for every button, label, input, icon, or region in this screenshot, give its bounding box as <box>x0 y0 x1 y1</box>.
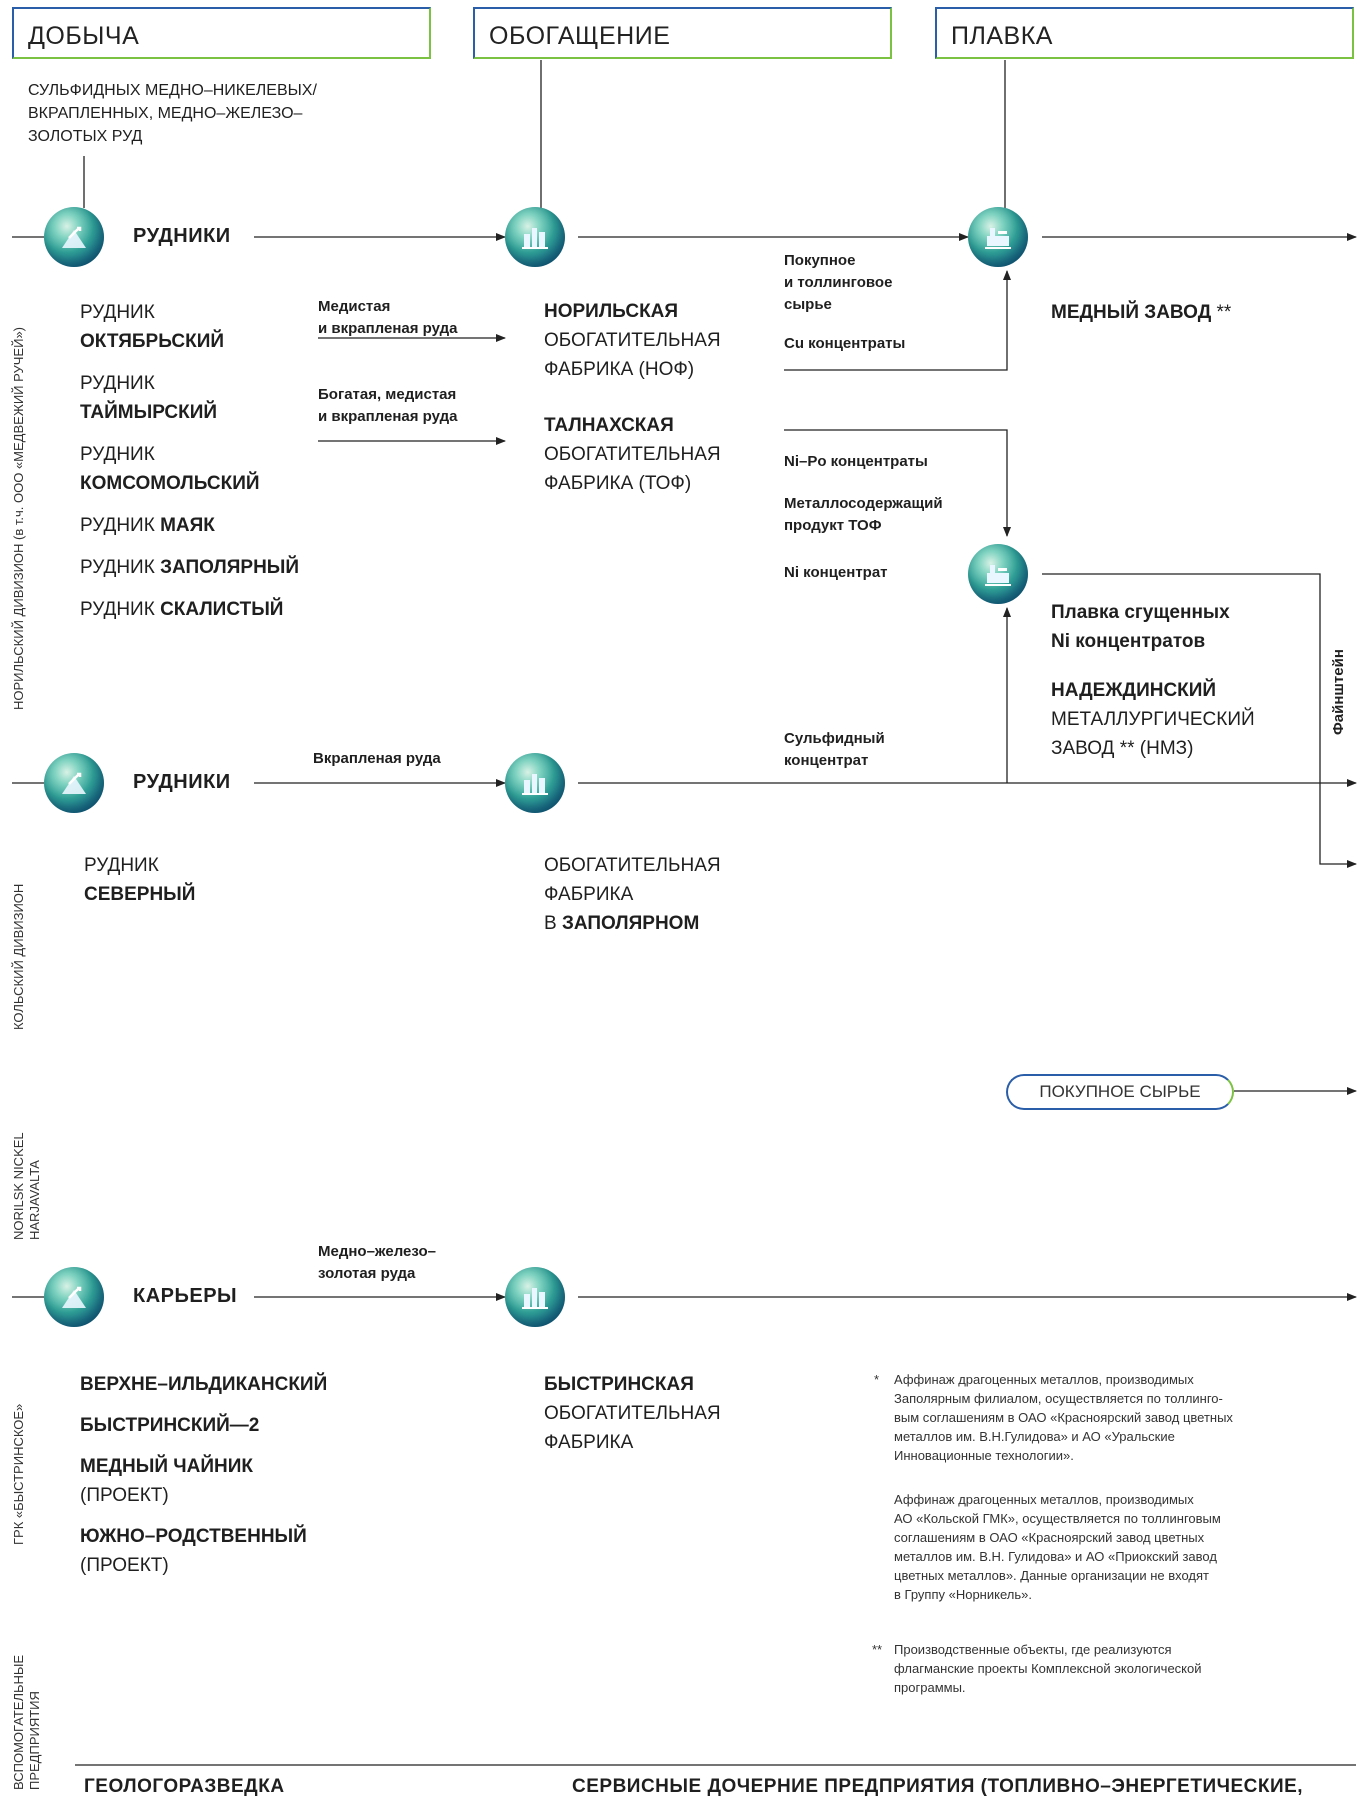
copper-plant: МЕДНЫЙ ЗАВОД ** <box>1051 302 1232 323</box>
division-norilsk-label: НОРИЛЬСКИЙ ДИВИЗИОН (в т.ч. ООО «МЕДВЕЖИ… <box>11 327 26 710</box>
division-aux-label-1: ВСПОМОГАТЕЛЬНЫЕ <box>11 1654 26 1790</box>
footnote-2: Аффинаж драгоценных металлов, производим… <box>894 1492 1221 1602</box>
division-bystrinskoe-label: ГРК «БЫСТРИНСКОЕ» <box>11 1403 26 1545</box>
quarry-note: (ПРОЕКТ) <box>80 1485 169 1506</box>
purchased-raw-badge: ПОКУПНОЕ СЫРЬЕ <box>1006 1074 1234 1110</box>
quarry-globe-icon <box>44 1267 104 1327</box>
norilsk-mines-label: РУДНИКИ <box>133 225 231 247</box>
mine-name: ОКТЯБРЬСКИЙ <box>80 331 225 352</box>
stage-smelting-box: ПЛАВКА <box>935 7 1354 59</box>
quarry-name: ЮЖНО–РОДСТВЕННЫЙ <box>80 1526 307 1547</box>
division-aux-label-2: ПРЕДПРИЯТИЯ <box>27 1691 42 1790</box>
plant-nof: НОРИЛЬСКАЯ ОБОГАТИТЕЛЬНАЯ ФАБРИКА (НОФ) <box>544 301 721 380</box>
kola-mine: РУДНИК СЕВЕРНЫЙ <box>84 855 196 905</box>
footnote-star: * <box>874 1372 880 1387</box>
division-harjavalta-label-2: HARJAVALTA <box>27 1160 42 1240</box>
footnote-1: Аффинаж драгоценных металлов, производим… <box>894 1372 1233 1463</box>
plant-nmz: НАДЕЖДИНСКИЙ МЕТАЛЛУРГИЧЕСКИЙ ЗАВОД ** (… <box>1051 680 1255 759</box>
stage-concentration-box: ОБОГАЩЕНИЕ <box>473 7 892 59</box>
flow-arrow <box>1042 573 1357 868</box>
flow-label-nipo-concentrate: Ni–Po концентраты <box>784 453 928 470</box>
ore-types: СУЛЬФИДНЫХ МЕДНО–НИКЕЛЕВЫХ/ ВКРАПЛЕННЫХ,… <box>28 82 317 145</box>
quarry-list: ВЕРХНЕ–ИЛЬДИКАНСКИЙ БЫСТРИНСКИЙ—2 МЕДНЫЙ… <box>80 1370 327 1580</box>
stage-mining-box: ДОБЫЧА <box>12 7 431 59</box>
mine-item: РУДНИК СКАЛИСТЫЙ <box>80 599 284 620</box>
mine-prefix: РУДНИК <box>80 302 155 323</box>
bystrinskaya-plant: БЫСТРИНСКАЯ ОБОГАТИТЕЛЬНАЯ ФАБРИКА <box>544 1374 721 1453</box>
plant-globe-icon <box>505 753 565 813</box>
footnote-3: Производственные объекты, где реализуютс… <box>894 1642 1202 1695</box>
plant-globe-icon <box>505 1267 565 1327</box>
services-heading: СЕРВИСНЫЕ ДОЧЕРНИЕ ПРЕДПРИЯТИЯ (ТОПЛИВНО… <box>572 1776 1304 1797</box>
mine-name: КОМСОМОЛЬСКИЙ <box>80 473 260 494</box>
footnote-double-star: ** <box>872 1642 883 1657</box>
geology-heading: ГЕОЛОГОРАЗВЕДКА <box>84 1776 285 1797</box>
quarry-name: МЕДНЫЙ ЧАЙНИК <box>80 1456 253 1477</box>
norilsk-mine-list: РУДНИК ОКТЯБРЬСКИЙ РУДНИК ТАЙМЫРСКИЙ РУД… <box>80 298 299 624</box>
plant-tof: ТАЛНАХСКАЯ ОБОГАТИТЕЛЬНАЯ ФАБРИКА (ТОФ) <box>544 415 721 494</box>
quarry-name: ВЕРХНЕ–ИЛЬДИКАНСКИЙ <box>80 1374 328 1395</box>
flow-label-cu-concentrate: Cu концентраты <box>784 335 906 352</box>
smelting-label: Плавка сгущенных Ni концентратов <box>1051 602 1230 652</box>
quarries-label: КАРЬЕРЫ <box>133 1285 238 1307</box>
kola-mines-label: РУДНИКИ <box>133 771 231 793</box>
flow-label-gold-ore: Медно–железо–золотая руда <box>318 1243 436 1282</box>
stage-mining-label: ДОБЫЧА <box>28 22 140 50</box>
flow-label-ni-concentrate: Ni концентрат <box>784 564 888 581</box>
mine-globe-icon <box>44 207 104 267</box>
quarry-note: (ПРОЕКТ) <box>80 1555 169 1576</box>
mine-globe-icon <box>44 753 104 813</box>
mine-item: РУДНИК МАЯК <box>80 515 215 536</box>
division-kola-label: КОЛЬСКИЙ ДИВИЗИОН <box>11 883 26 1030</box>
flow-arrow <box>784 429 1011 537</box>
stage-smelting-label: ПЛАВКА <box>951 22 1053 50</box>
quarry-name: БЫСТРИНСКИЙ—2 <box>80 1415 260 1436</box>
smelter-globe-icon <box>968 544 1028 604</box>
kola-plant: ОБОГАТИТЕЛЬНАЯ ФАБРИКА В ЗАПОЛЯРНОМ <box>544 855 721 934</box>
matte-label: Файнштейн <box>1330 649 1347 735</box>
mine-prefix: РУДНИК <box>80 444 155 465</box>
mine-name: ТАЙМЫРСКИЙ <box>80 402 218 423</box>
division-harjavalta-label-1: NORILSK NICKEL <box>11 1132 26 1240</box>
smelter-globe-icon <box>968 207 1028 267</box>
mine-prefix: РУДНИК <box>80 373 155 394</box>
flow-arrow <box>784 270 1011 371</box>
plant-globe-icon <box>505 207 565 267</box>
flow-label-disseminated-ore: Вкрапленая руда <box>313 750 441 767</box>
stage-concentration-label: ОБОГАЩЕНИЕ <box>489 22 671 50</box>
mine-item: РУДНИК ЗАПОЛЯРНЫЙ <box>80 557 300 578</box>
